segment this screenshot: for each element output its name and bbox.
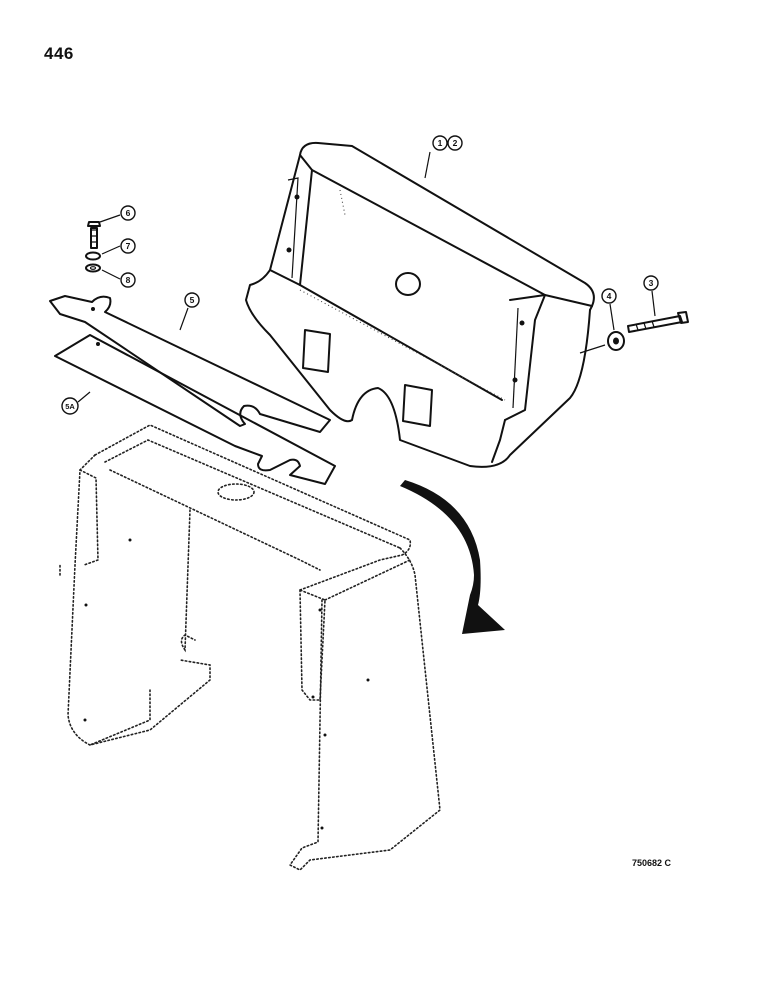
- callout-2: 2: [447, 135, 463, 151]
- callout-1: 1: [432, 135, 448, 151]
- callout-8: 8: [120, 272, 136, 288]
- callout-4: 4: [601, 288, 617, 304]
- hardware-6-7-8: [85, 221, 101, 273]
- callout-5a: 5A: [61, 397, 79, 415]
- shim-5a: [54, 334, 336, 485]
- svg-text:2: 2: [453, 138, 458, 148]
- svg-text:1: 1: [438, 138, 443, 148]
- svg-text:6: 6: [126, 208, 131, 218]
- callout-7: 7: [120, 238, 136, 254]
- svg-text:7: 7: [126, 241, 131, 251]
- drawing-code: 750682 C: [632, 858, 672, 868]
- shim-5: [49, 295, 331, 433]
- svg-text:4: 4: [607, 291, 612, 301]
- mounting-frame-dotted: [59, 424, 441, 871]
- page-number: 446: [44, 44, 74, 63]
- svg-text:3: 3: [649, 278, 654, 288]
- counterweight: [245, 141, 595, 468]
- callout-3: 3: [643, 275, 659, 291]
- svg-text:5: 5: [190, 295, 195, 305]
- callout-5: 5: [184, 292, 200, 308]
- svg-text:5A: 5A: [65, 402, 75, 411]
- installation-arrow: [400, 480, 505, 634]
- hardware-3-4: [579, 311, 689, 354]
- callout-6: 6: [120, 205, 136, 221]
- svg-text:8: 8: [126, 275, 131, 285]
